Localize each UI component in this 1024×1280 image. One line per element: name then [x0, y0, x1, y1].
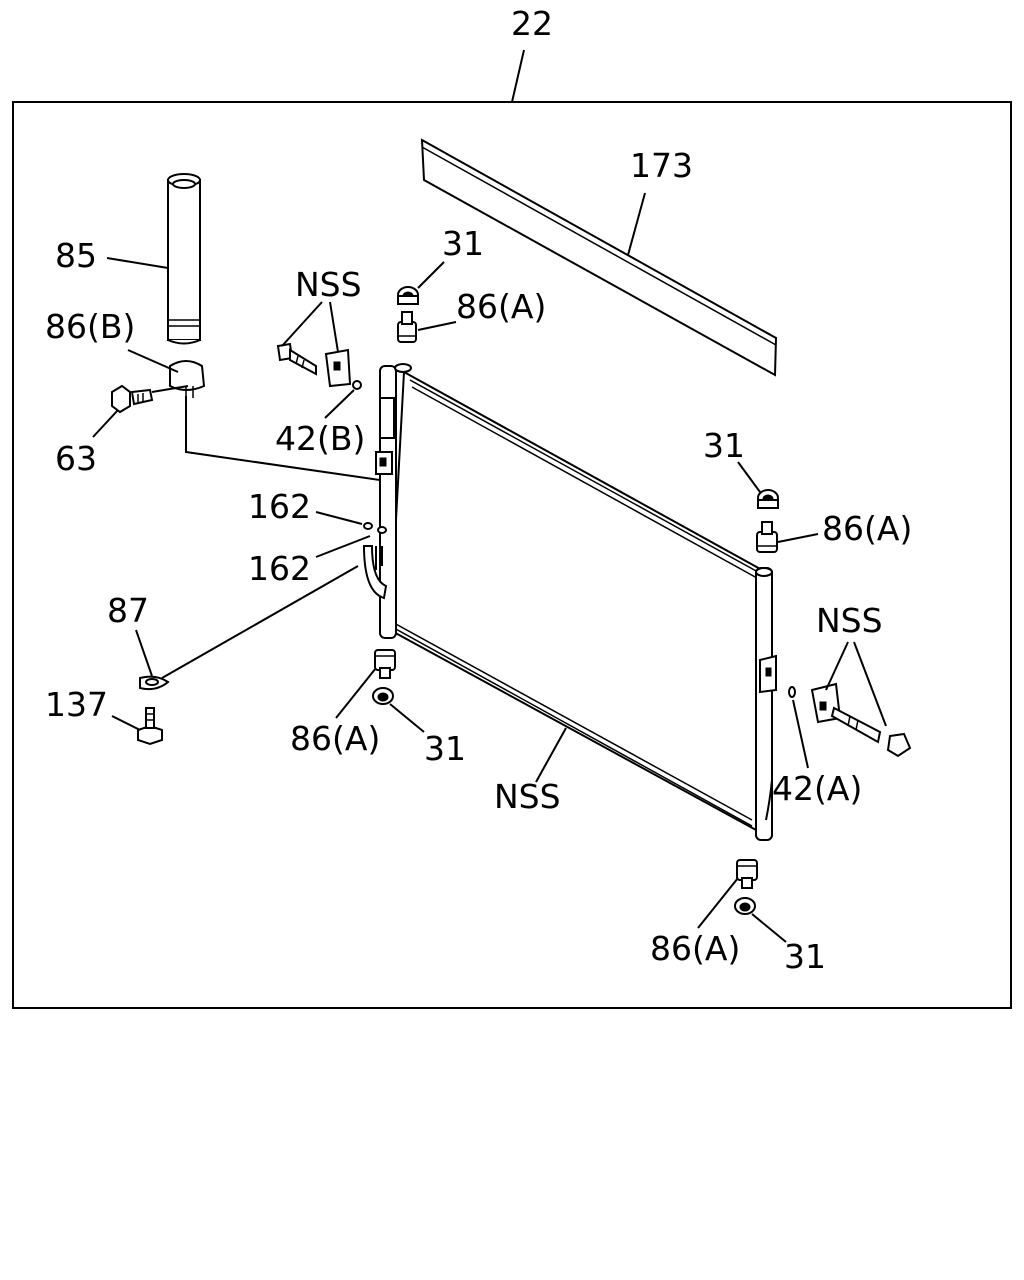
drier-bolt[interactable]: [111, 384, 154, 414]
top-cushion-right[interactable]: [757, 489, 779, 509]
callout-strip: 173: [630, 146, 693, 185]
callout-clip-right: 42(A): [772, 769, 862, 808]
callout-bottom-cushion-right: 31: [784, 937, 826, 976]
callout-assembly: 22: [511, 4, 553, 43]
callout-clip-bolt: 137: [45, 685, 108, 724]
clip-right[interactable]: [788, 686, 796, 698]
top-mount-right[interactable]: [756, 521, 778, 553]
callout-bottom-mount-right: 86(A): [650, 929, 740, 968]
callout-oring-upper: 162: [248, 487, 311, 526]
callout-bracket-left: NSS: [295, 265, 362, 304]
drier-bracket[interactable]: [169, 360, 206, 398]
top-cushion-left[interactable]: [397, 286, 419, 305]
oring-lower[interactable]: [377, 526, 387, 534]
callout-top-cushion-left: 31: [442, 224, 484, 263]
callout-top-mount-right: 86(A): [822, 509, 912, 548]
callout-drier-bracket: 86(B): [45, 307, 135, 346]
pipe-clip[interactable]: [139, 675, 170, 691]
callout-bracket-right: NSS: [816, 601, 883, 640]
callout-clip-left: 42(B): [275, 419, 365, 458]
callout-top-cushion-right: 31: [703, 426, 745, 465]
top-mount-left[interactable]: [397, 311, 417, 343]
bracket-left[interactable]: [276, 342, 352, 388]
callout-drier-bolt: 63: [55, 439, 97, 478]
oring-upper[interactable]: [363, 522, 373, 530]
clip-left[interactable]: [352, 380, 362, 390]
bottom-mount-right[interactable]: [736, 859, 758, 889]
callout-top-mount-left: 86(A): [456, 287, 546, 326]
condenser-core[interactable]: [362, 363, 777, 841]
callout-pipe-clip: 87: [107, 591, 149, 630]
bottom-cushion-right[interactable]: [734, 897, 756, 915]
bottom-mount-left[interactable]: [374, 649, 396, 679]
callout-bottom-mount-left: 86(A): [290, 719, 380, 758]
callout-bottom-cushion-left: 31: [424, 729, 466, 768]
assembly-frame: [12, 101, 1012, 1009]
clip-bolt[interactable]: [137, 707, 163, 746]
callout-oring-lower: 162: [248, 549, 311, 588]
receiver-drier[interactable]: [167, 173, 201, 345]
callout-drier: 85: [55, 236, 97, 275]
seal-strip[interactable]: [420, 138, 778, 377]
bottom-cushion-left[interactable]: [372, 687, 394, 705]
bracket-right[interactable]: [810, 682, 912, 758]
callout-condenser: NSS: [494, 777, 561, 816]
